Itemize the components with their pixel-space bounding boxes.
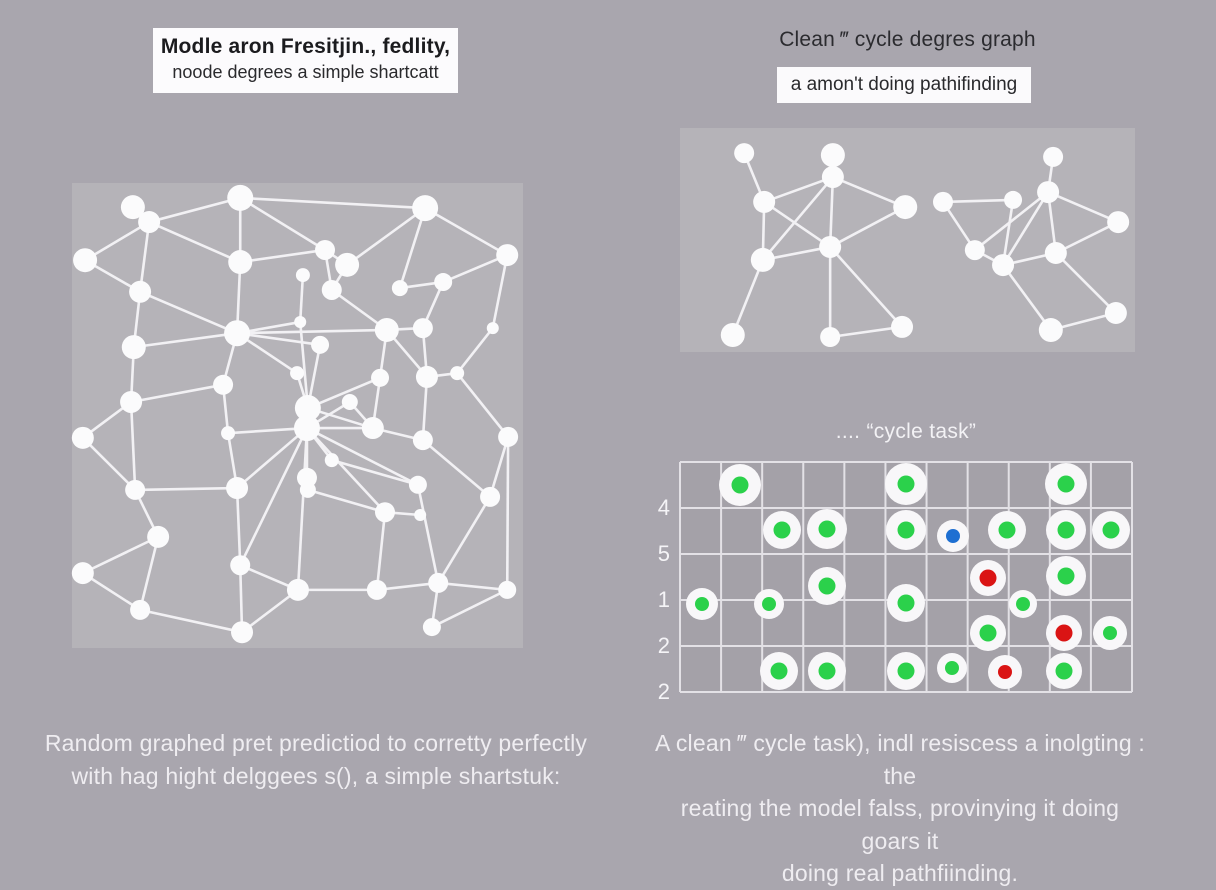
grid-row-label: 1 <box>657 587 670 612</box>
right-subheader-box: a amon't doing pathifinding <box>777 67 1031 103</box>
right-caption-line1: A clean ‴ cycle task), indl resiscess a … <box>654 730 1146 789</box>
left-caption: Random graphed pret predictiod to corret… <box>36 727 596 792</box>
right-subheader-text: a amon't doing pathifinding <box>790 74 1018 95</box>
grid-row-label: 5 <box>657 541 670 566</box>
grid-row-label: 2 <box>657 633 670 658</box>
grid-row-label: 2 <box>657 679 670 704</box>
right-caption: A clean ‴ cycle task), indl resiscess a … <box>650 727 1150 890</box>
right-caption-line3: doing real pathfiinding. <box>781 860 1019 886</box>
random-graph-panel <box>71 183 523 648</box>
right-caption-line2: reating the model falss, provinying it d… <box>680 795 1120 854</box>
cycle-task-label: .... “cycle task” <box>835 420 977 443</box>
left-title-line1: Modle aron Fresitjin., fedlity, <box>160 35 451 58</box>
left-title-box: Modle aron Fresitjin., fedlity, noode de… <box>153 28 458 93</box>
cycle-grid-panel <box>679 461 1133 693</box>
random-graph <box>71 184 519 644</box>
clean-graphs-panel <box>680 128 1135 352</box>
left-caption-line1: Random graphed pret predictiod to corret… <box>44 730 588 756</box>
left-caption-line2: with hag hight delggees s(), a simple sh… <box>71 762 561 789</box>
clean-graphs <box>720 143 1130 347</box>
cycle-grid <box>679 461 1133 693</box>
right-header-title: Clean ‴ cycle degres graph <box>779 28 1036 51</box>
grid-row-label: 4 <box>657 495 670 520</box>
left-title-line2: noode degrees a simple shartcatt <box>172 62 439 82</box>
